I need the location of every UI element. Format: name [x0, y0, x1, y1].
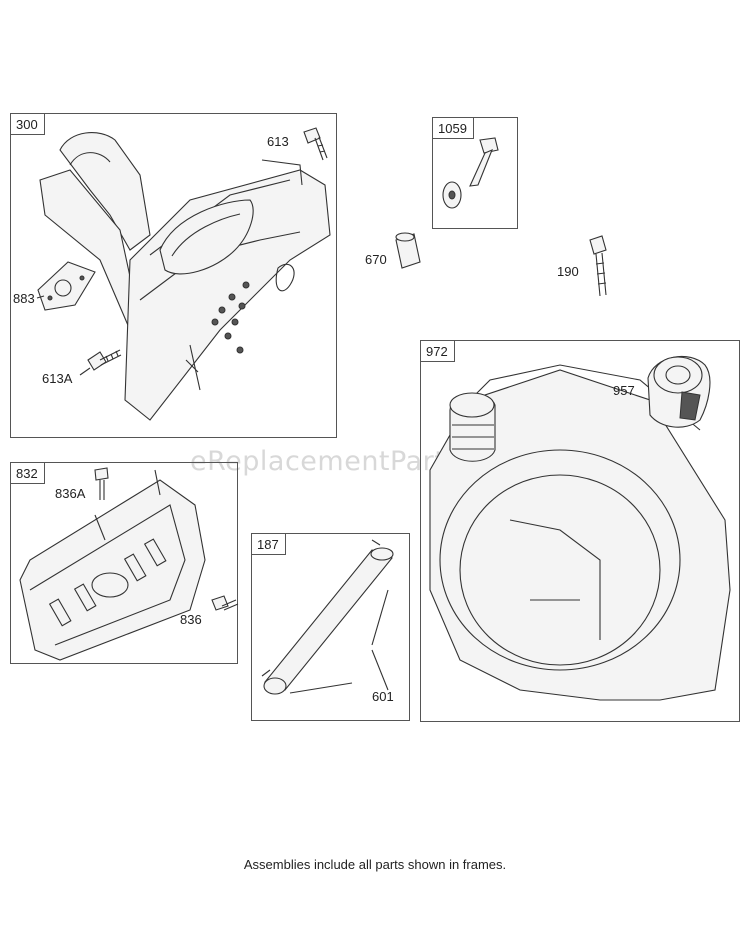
frame-id-187: 187 — [252, 534, 286, 555]
label-670: 670 — [365, 252, 387, 267]
frame-tank-assembly: 972 — [420, 340, 740, 722]
label-613: 613 — [267, 134, 289, 149]
label-957: 957 — [613, 383, 635, 398]
tank-illustration — [429, 364, 731, 701]
label-190: 190 — [557, 264, 579, 279]
spacer-670-illustration — [395, 232, 421, 269]
leader-601 — [371, 649, 389, 691]
screw-613-illustration — [303, 127, 328, 161]
frame-guard-assembly: 832 — [10, 462, 238, 664]
screw-190-illustration — [589, 235, 607, 297]
guard-illustration — [19, 469, 206, 661]
label-613a: 613A — [42, 371, 73, 386]
screw-836-illustration — [211, 595, 239, 611]
frame-id-1059: 1059 — [433, 118, 474, 139]
assemblies-caption: Assemblies include all parts shown in fr… — [243, 857, 507, 872]
label-601: 601 — [372, 689, 394, 704]
fuel-cap-957-illustration — [647, 356, 711, 428]
label-883: 883 — [13, 291, 35, 306]
frame-id-972: 972 — [421, 341, 455, 362]
tube-illustration — [261, 539, 394, 695]
frame-id-300: 300 — [11, 114, 45, 135]
frame-bolt-assembly: 1059 — [432, 117, 518, 229]
leader-613a — [79, 367, 91, 376]
leader-883 — [36, 295, 45, 299]
frame-tube-assembly: 187 — [251, 533, 410, 721]
gasket-883-illustration — [37, 261, 96, 311]
screw-836a-illustration — [94, 467, 109, 500]
bolt-illustration — [442, 137, 499, 209]
label-836: 836 — [180, 612, 202, 627]
screw-613a-illustration — [87, 349, 122, 371]
label-836a: 836A — [55, 486, 86, 501]
frame-muffler-assembly: 300 — [10, 113, 337, 438]
frame-id-832: 832 — [11, 463, 45, 484]
muffler-illustration — [39, 132, 331, 421]
